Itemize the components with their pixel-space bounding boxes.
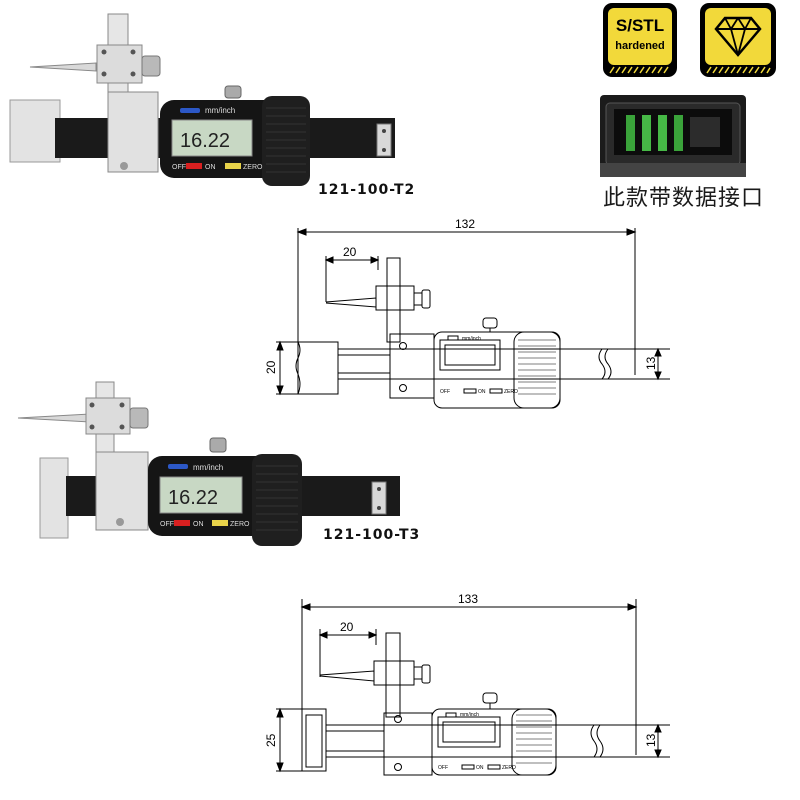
zero-label: ZERO [230,521,250,528]
beam-height-label: 13 [644,733,658,747]
data-port-photo [600,95,746,177]
zero-label: ZERO [243,164,263,171]
lock-knob [129,407,149,429]
data-port-caption: 此款带数据接口 [603,186,765,211]
lock-knob [141,55,161,77]
product-photo-t3: mm/inch 16.22 OFF ON ZERO [17,381,400,546]
off-on-button [174,520,190,526]
off-label: OFF [160,521,174,528]
drawing-on-label: ON [478,389,486,395]
model-label-t2: 121-100-T2 [318,182,416,198]
body-height-label: 25 [264,733,278,747]
drawing-zero-label: ZERO [502,765,516,771]
off-on-button [186,163,202,169]
unit-label: mm/inch [193,463,223,472]
tip-length-label: 20 [343,245,357,259]
model-label-t3: 121-100-T3 [323,527,421,543]
lcd-reading: 16.22 [168,487,218,509]
badge-stripes [706,66,771,74]
overall-length-label: 133 [458,592,478,606]
slider-plate [107,91,159,173]
tip-length-label: 20 [340,620,354,634]
drawing-on-label: ON [476,765,484,771]
hardness-badge [700,3,776,77]
material-badge-line1: S/STL [615,16,665,35]
technical-drawing-1: 132 20 20 13 mm/inch OFF ON ZERO [264,217,670,409]
drawing-zero-label: ZERO [504,389,518,395]
drawing-off-label: OFF [438,765,448,771]
badge-stripes [609,66,669,74]
product-photo-t2: mm/inch 16.22 OFF ON ZERO [9,13,395,186]
diamond-icon [714,16,762,57]
unit-label: mm/inch [205,106,235,115]
body-height-label: 20 [264,360,278,374]
needle-tip [29,62,97,72]
beam-height-label: 13 [644,356,658,370]
material-badge-line2: hardened [615,40,665,52]
zero-button [225,163,241,169]
fixed-jaw [9,99,61,163]
needle-tip [17,413,91,423]
zero-button [212,520,228,526]
drawing-unit-label: mm/inch [462,336,481,342]
data-port-image [600,102,746,177]
hardness-badge-face [705,8,771,65]
drawing-unit-label: mm/inch [460,712,479,718]
drawing-off-label: OFF [440,389,450,395]
material-badge-face: S/STL hardened [608,8,672,65]
slider-plate [95,451,149,531]
technical-drawing-2: 133 20 25 13 mm/inch OFF ON ZERO [264,592,670,776]
overall-length-label: 132 [455,217,475,231]
fixed-jaw [39,457,69,539]
lcd-reading: 16.22 [180,130,230,152]
off-label: OFF [172,164,186,171]
on-label: ON [205,164,216,171]
material-badge: S/STL hardened [603,3,677,77]
on-label: ON [193,521,204,528]
